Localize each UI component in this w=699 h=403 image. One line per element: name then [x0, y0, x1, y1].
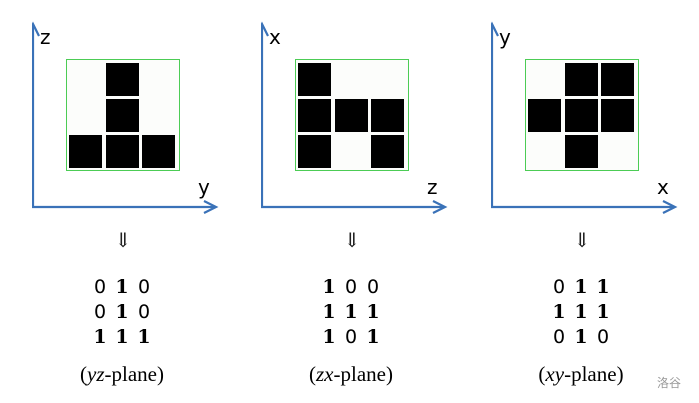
horizontal-axis-label: y — [198, 175, 210, 199]
matrix-value: 1 — [322, 326, 336, 348]
vertical-axis-label: z — [40, 25, 51, 49]
matrix-value: 1 — [115, 326, 129, 348]
plane-suffix: -plane — [104, 362, 157, 386]
matrix-value: 0 — [137, 301, 151, 323]
filled-cell — [564, 99, 598, 132]
plane-label: (yz-plane) — [80, 362, 164, 386]
matrix-value: 1 — [137, 326, 151, 348]
plane-suffix: -plane — [564, 362, 617, 386]
matrix-value: 1 — [552, 301, 566, 323]
matrix-value: 0 — [596, 326, 610, 348]
matrix-value: 1 — [574, 326, 588, 348]
matrix-value: 1 — [93, 326, 107, 348]
filled-cell — [105, 63, 139, 96]
projection-grid — [66, 59, 180, 171]
filled-cell — [298, 63, 331, 96]
vertical-axis-label: x — [269, 25, 281, 49]
axes — [32, 21, 219, 214]
filled-cell — [564, 135, 598, 168]
matrix-value: 0 — [552, 276, 566, 298]
matrix-value: 1 — [115, 276, 129, 298]
matrix-value: 1 — [366, 326, 380, 348]
matrix-value: 1 — [322, 276, 336, 298]
matrix-value: 1 — [366, 301, 380, 323]
down-double-arrow-icon: ⇓ — [573, 228, 591, 252]
axes — [261, 21, 448, 214]
matrix-value: 1 — [344, 301, 358, 323]
matrix-value: 0 — [93, 301, 107, 323]
vertical-axis-label: y — [499, 25, 511, 49]
filled-cell — [105, 99, 139, 132]
plane-suffix: -plane — [333, 362, 386, 386]
filled-cell — [334, 99, 368, 132]
filled-cell — [105, 135, 139, 168]
filled-cell — [298, 135, 331, 168]
filled-cell — [601, 99, 634, 132]
down-double-arrow-icon: ⇓ — [343, 228, 361, 252]
plane-label: (zx-plane) — [309, 362, 393, 386]
matrix-value: 0 — [344, 326, 358, 348]
plane-var: zx — [316, 362, 334, 386]
watermark: 洛谷 — [657, 376, 682, 390]
plane-var: xy — [545, 362, 565, 386]
filled-cell — [371, 99, 404, 132]
projection-grid — [295, 59, 409, 171]
matrix-value: 0 — [552, 326, 566, 348]
filled-cell — [601, 63, 634, 96]
matrix-value: 0 — [344, 276, 358, 298]
matrix-value: 0 — [93, 276, 107, 298]
filled-cell — [69, 135, 102, 168]
axes — [491, 21, 678, 214]
horizontal-axis-label: x — [657, 175, 669, 199]
plane-label: (xy-plane) — [538, 362, 624, 386]
matrix-value: 0 — [366, 276, 380, 298]
matrix-value: 1 — [574, 276, 588, 298]
matrix-value: 1 — [115, 301, 129, 323]
matrix-value: 1 — [596, 301, 610, 323]
matrix-value: 1 — [322, 301, 336, 323]
matrix-value: 0 — [137, 276, 151, 298]
plane-var: yz — [87, 362, 105, 386]
filled-cell — [371, 135, 404, 168]
horizontal-axis-label: z — [427, 175, 438, 199]
projection-grid — [525, 59, 639, 171]
matrix-value: 1 — [574, 301, 588, 323]
filled-cell — [142, 135, 175, 168]
filled-cell — [528, 99, 561, 132]
filled-cell — [298, 99, 331, 132]
matrix-value: 1 — [596, 276, 610, 298]
filled-cell — [564, 63, 598, 96]
down-double-arrow-icon: ⇓ — [114, 228, 132, 252]
